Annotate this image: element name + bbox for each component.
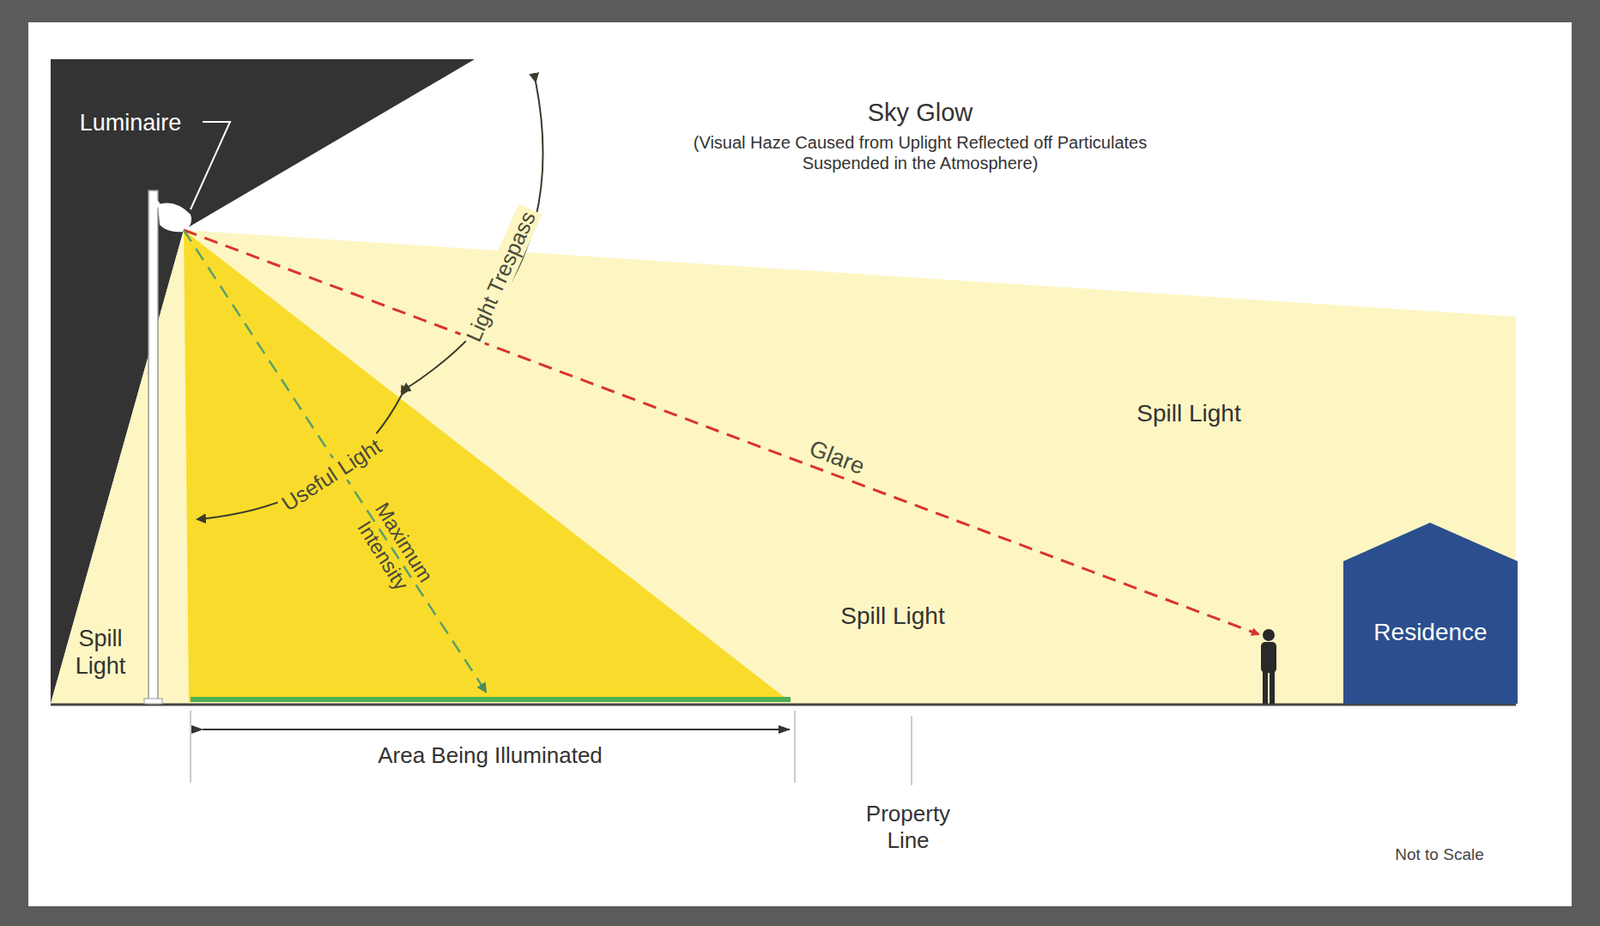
house-shape: Residence bbox=[1343, 522, 1518, 704]
pole bbox=[148, 190, 158, 704]
max-intensity-ray bbox=[183, 230, 486, 692]
heading-label: Sky Glow bbox=[867, 97, 973, 128]
area-label: Spill Light bbox=[1136, 399, 1241, 429]
luminaire-mount bbox=[152, 200, 160, 208]
ray-label: Maximum Intensity bbox=[338, 481, 449, 618]
luminaire-head bbox=[157, 203, 192, 233]
illuminated-ground bbox=[190, 696, 791, 703]
callout-label: Luminaire bbox=[79, 109, 182, 137]
person-figure bbox=[1260, 629, 1277, 704]
boundary-label: Property Line bbox=[848, 800, 969, 855]
area-label: Spill Light bbox=[66, 624, 135, 681]
area-label: Spill Light bbox=[840, 601, 945, 631]
house-outline bbox=[1343, 522, 1518, 704]
ray-label: Glare bbox=[802, 433, 873, 483]
pole-base bbox=[144, 698, 163, 704]
note-label: (Visual Haze Caused from Uplight Reflect… bbox=[679, 132, 1161, 174]
dimension-tick bbox=[189, 710, 192, 783]
node-text: Residence bbox=[1343, 618, 1518, 647]
note-label: Not to Scale bbox=[1394, 845, 1485, 866]
arc-label: Light Trespass bbox=[459, 204, 543, 349]
dimension-label: Area Being Illuminated bbox=[374, 742, 607, 770]
leader-line bbox=[190, 121, 231, 210]
ground-line bbox=[50, 703, 1516, 707]
property-tick bbox=[910, 715, 913, 786]
spill-light-area bbox=[50, 230, 1516, 704]
dimension-arrow bbox=[202, 728, 790, 731]
dimension-tick bbox=[793, 710, 796, 783]
glare-ray bbox=[183, 230, 1259, 635]
light-trespass-arc bbox=[401, 81, 544, 392]
